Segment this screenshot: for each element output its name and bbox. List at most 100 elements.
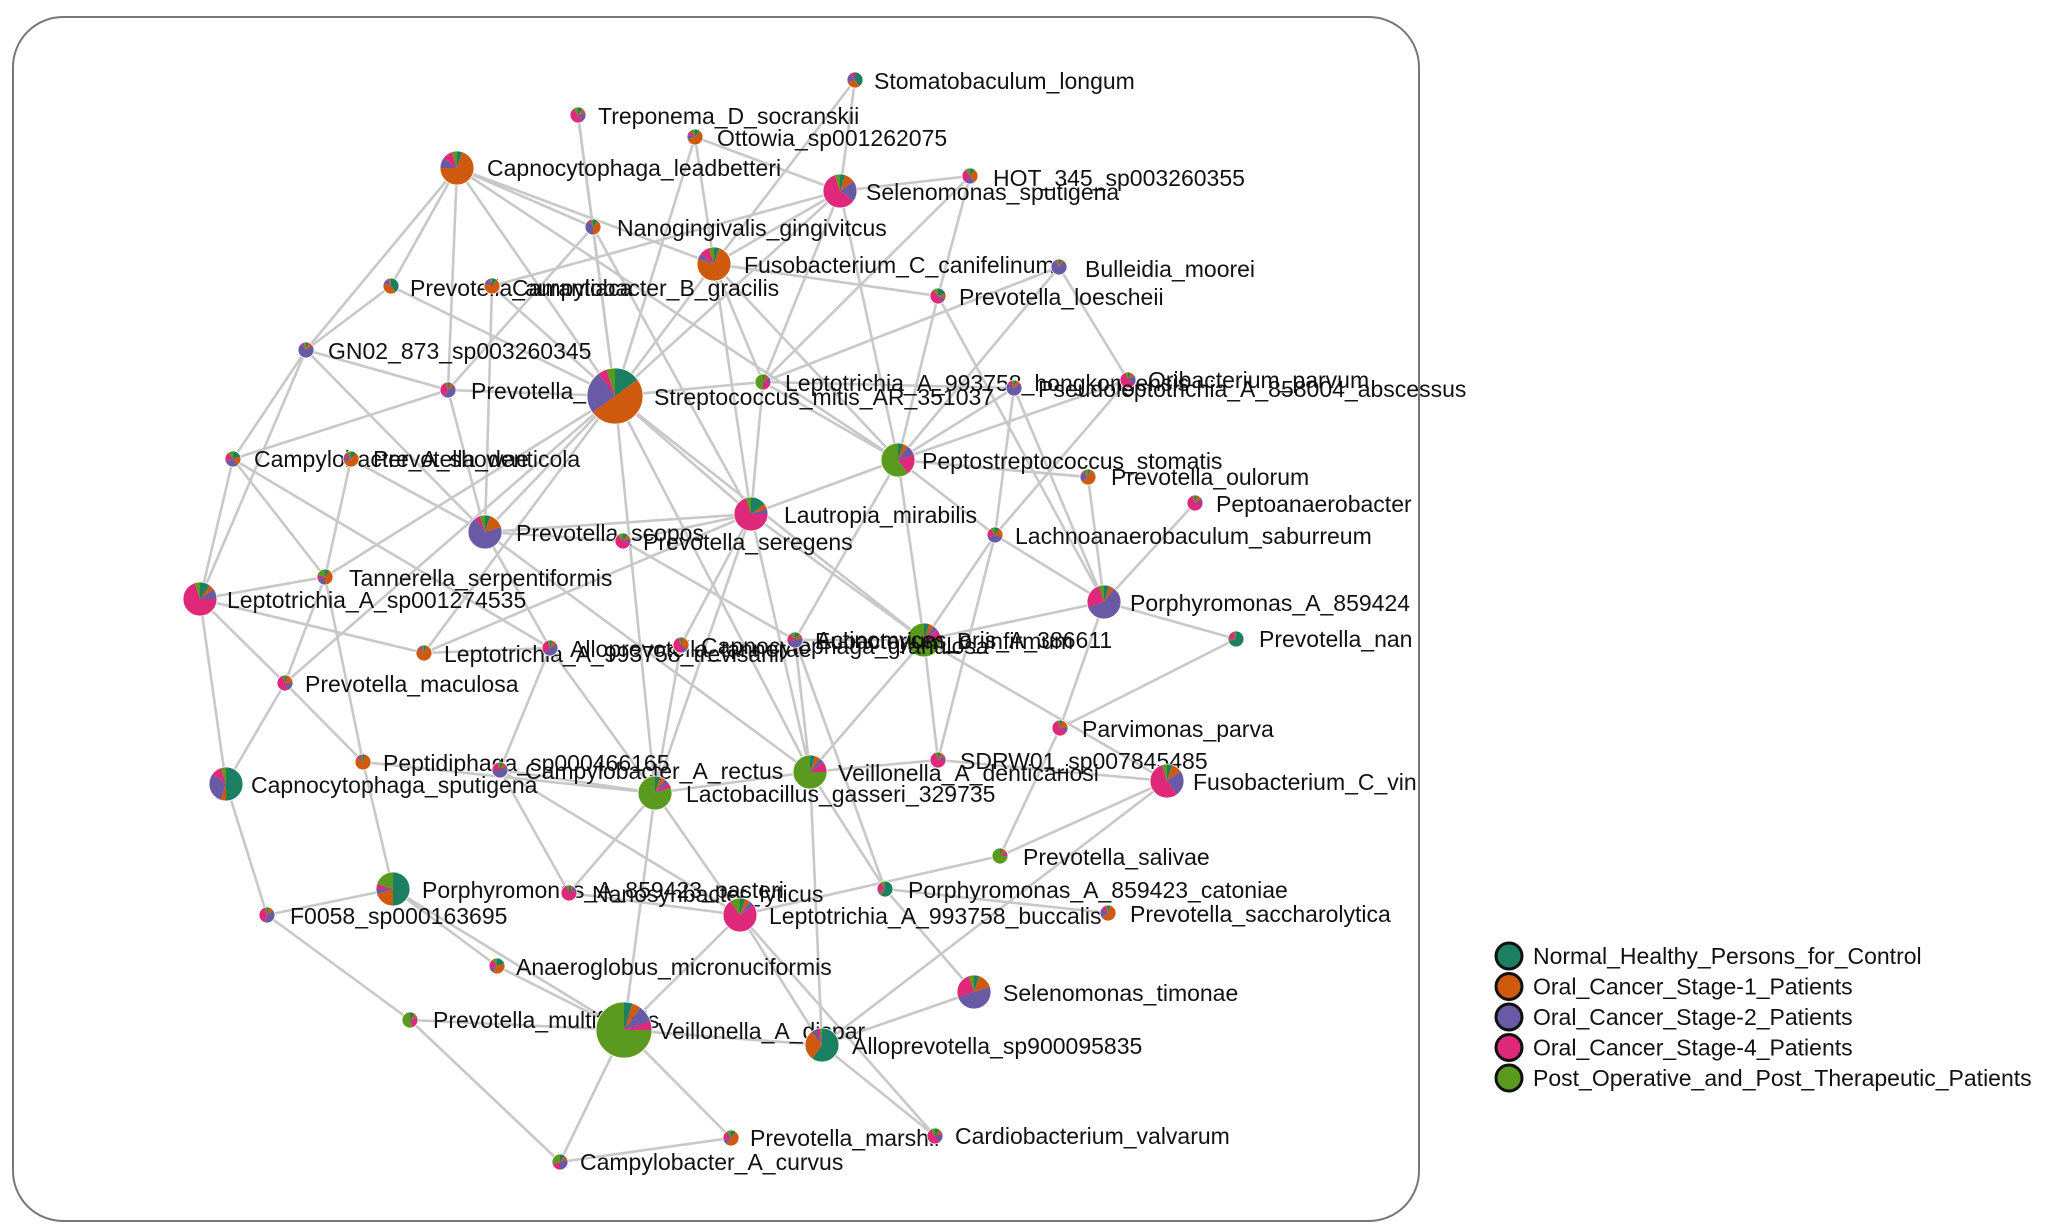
- network-node[interactable]: Peptidiphaga_sp000466165: [354, 750, 670, 776]
- network-node[interactable]: Alloprevotella_tannerae: [541, 636, 812, 662]
- network-node[interactable]: Fusobacterium_C_vin: [1149, 763, 1417, 799]
- node-pie-slice: [812, 1028, 839, 1062]
- network-node[interactable]: Leptotrichia_A_993758_trevisanii: [415, 641, 784, 667]
- node-label: Treponema_D_socranskii: [598, 103, 859, 129]
- network-node[interactable]: Treponema_D_socranskii: [569, 103, 859, 129]
- node-outline: [224, 450, 242, 468]
- node-pie-slice: [410, 1013, 418, 1020]
- node-label: HOT_345_sp003260355: [993, 165, 1245, 191]
- network-node[interactable]: Prevotella_nan: [1227, 626, 1412, 652]
- edge: [623, 1028, 823, 1047]
- node-label: Prevotella_salivae: [1023, 844, 1210, 870]
- network-node[interactable]: Campylobacter_A_curvus: [551, 1149, 843, 1175]
- network-node[interactable]: Lachnoanaerobaculum_saburreum: [986, 523, 1372, 549]
- network-node[interactable]: Stomatobaculum_longum: [846, 68, 1135, 94]
- network-node[interactable]: Bulleidia_moorei: [1050, 256, 1255, 282]
- node-pie-slice: [1057, 720, 1060, 728]
- edge: [998, 727, 1062, 857]
- node-pie-slice: [360, 754, 363, 762]
- node-label: Prevotella_nan: [1259, 626, 1412, 652]
- network-node[interactable]: Capnocytophaga_granulosa: [672, 633, 989, 659]
- node-pie-slice: [585, 220, 593, 235]
- network-node[interactable]: Streptococcus_mitis_AR_351037: [586, 367, 994, 425]
- network-node[interactable]: Prevotella_maculosa: [276, 671, 519, 697]
- network-node[interactable]: Capnocytophaga_leadbetteri: [439, 150, 781, 186]
- edge: [821, 1043, 936, 1138]
- network-node[interactable]: Prevotella_denticola: [342, 446, 580, 472]
- edge: [491, 189, 841, 288]
- node-pie-slice: [317, 569, 325, 577]
- node-pie-slice: [881, 443, 908, 477]
- edge: [793, 639, 887, 890]
- node-label: Leptotrichia_A_993758_trevisanii: [444, 641, 784, 667]
- network-node[interactable]: GN02_873_sp003260345: [297, 338, 591, 364]
- network-node[interactable]: Veillonella_A_denticariosi: [792, 754, 1099, 790]
- network-node[interactable]: Actinomyces_oris_A_386611: [816, 622, 1112, 658]
- network-node[interactable]: Prevotella_scopos: [467, 514, 704, 550]
- network-node[interactable]: Peptoanaerobacter: [1186, 491, 1412, 517]
- network-node[interactable]: Nanogingivalis_gingivitcus: [584, 215, 887, 241]
- node-pie-slice: [228, 451, 233, 459]
- node-pie-slice: [1098, 585, 1104, 602]
- node-pie-slice: [624, 1021, 652, 1030]
- node-outline: [382, 277, 400, 295]
- network-node[interactable]: Parvimonas_parva: [1051, 716, 1274, 742]
- node-pie-slice: [306, 342, 313, 350]
- node-label: Bulleidia_moorei: [1085, 256, 1255, 282]
- network-node[interactable]: Leptotrichia_A_sp001274535: [182, 581, 526, 617]
- network-node[interactable]: Peptostreptococcus_stomatis: [880, 442, 1222, 478]
- network-node[interactable]: Selenomonas_sputigena: [822, 173, 1119, 209]
- network-node[interactable]: Porphyromonas_A_859423_catoniae: [876, 877, 1288, 903]
- network-node[interactable]: Prevotella_marshii: [722, 1125, 939, 1151]
- network-node[interactable]: Cardiobacterium_valvarum: [926, 1123, 1230, 1149]
- network-node[interactable]: Lautropia_mirabilis: [733, 496, 977, 532]
- edge: [884, 887, 1109, 915]
- node-pie-slice: [1087, 588, 1121, 619]
- node-label: Peptoanaerobacter: [1216, 491, 1412, 517]
- node-pie-slice: [624, 1003, 641, 1030]
- network-node[interactable]: Pseudoleptotrichia_A_858004_abscessus: [1005, 376, 1466, 402]
- node-pie-slice: [1081, 469, 1097, 485]
- node-label: Oribacterium_parvum: [1148, 367, 1369, 393]
- network-node[interactable]: HOT_345_sp003260355: [961, 165, 1245, 191]
- network-node[interactable]: Anaeroglobus_micronuciformis: [488, 954, 832, 980]
- network-node[interactable]: Alloprevotella_sp900095835: [804, 1027, 1142, 1063]
- network-node[interactable]: Porphyromonas_A_859424: [1086, 584, 1410, 620]
- node-label: Selenomonas_sputigena: [866, 179, 1119, 205]
- legend-label: Oral_Cancer_Stage-1_Patients: [1533, 974, 1853, 1000]
- network-node[interactable]: Prevotella_aurantiaca: [382, 275, 633, 301]
- network-node[interactable]: Fusobacterium_C_canifelinum: [696, 246, 1055, 282]
- network-node[interactable]: Leptotrichia_A_993758_buccalis: [722, 897, 1101, 933]
- network-node[interactable]: Prevotella_salivae: [991, 844, 1210, 870]
- node-label: Veillonella_A_denticariosi: [838, 760, 1099, 786]
- network-node[interactable]: Ottowia_sp001262075: [686, 125, 947, 151]
- node-pie-slice: [224, 452, 233, 462]
- node-pie-slice: [277, 675, 288, 691]
- network-node[interactable]: Prevotella_oulorum: [1079, 464, 1309, 490]
- node-pie-slice: [793, 755, 827, 789]
- node-pie-slice: [655, 779, 669, 793]
- network-node[interactable]: Campylobacter_B_gracilis: [483, 275, 779, 301]
- node-label: Capnocytophaga_sputigena: [251, 772, 538, 798]
- node-pie-slice: [1000, 848, 1007, 856]
- node-pie-slice: [391, 278, 399, 293]
- network-node[interactable]: Eubacterium_B_infirmum: [786, 628, 1073, 654]
- network-node[interactable]: F0058_sp000163695: [258, 903, 507, 929]
- network-node[interactable]: Lactobacillus_gasseri_329735: [637, 775, 995, 811]
- node-pie-slice: [898, 443, 908, 460]
- node-pie-slice: [751, 508, 768, 514]
- network-node[interactable]: Selenomonas_timonae: [956, 974, 1238, 1010]
- node-outline: [1050, 258, 1068, 276]
- node-pie-slice: [924, 623, 934, 640]
- node-pie-slice: [623, 533, 628, 541]
- network-node[interactable]: Capnocytophaga_sputigena: [208, 766, 538, 802]
- network-node[interactable]: Oribacterium_parvum: [1119, 367, 1369, 393]
- network-node[interactable]: Tannerella_serpentiformis: [316, 565, 612, 591]
- node-pie-slice: [938, 293, 946, 299]
- network-node[interactable]: Nanosynbacter_lyticus: [560, 881, 823, 907]
- network-node[interactable]: Prevotella_loescheii: [929, 284, 1164, 310]
- network-node[interactable]: Porphyromonas_A_859423_pasteri: [375, 871, 784, 907]
- network-node[interactable]: Prevotella_saccharolytica: [1099, 901, 1391, 927]
- network-node[interactable]: Prevotella_seregens: [614, 529, 853, 555]
- network-node[interactable]: Campylobacter_A_showae: [224, 446, 529, 472]
